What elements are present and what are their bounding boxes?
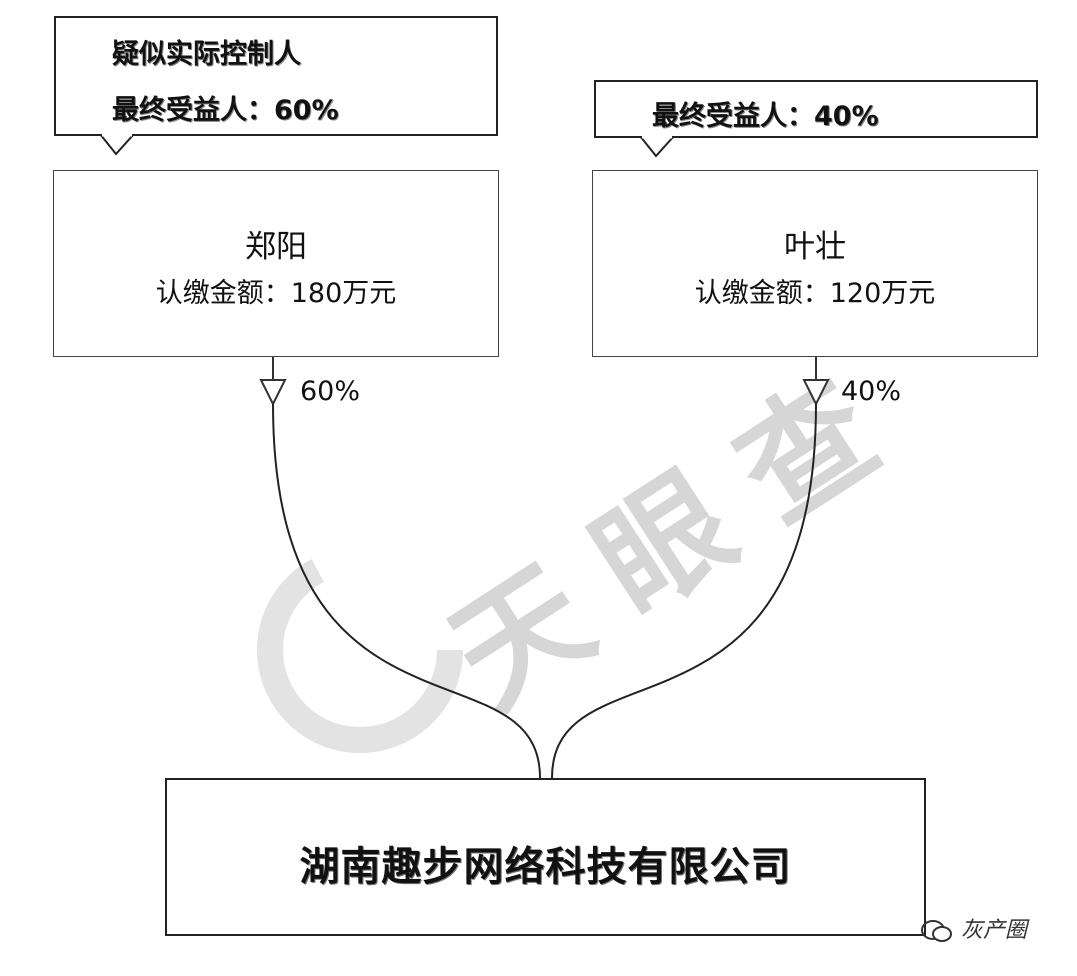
callout-pointer-icon bbox=[638, 136, 676, 158]
wechat-icon bbox=[921, 920, 952, 942]
subscribed-amount: 认缴金额：180万元 bbox=[155, 278, 397, 309]
source-brand: 灰产圈 bbox=[961, 918, 1028, 943]
source-mark: 灰产圈 bbox=[920, 912, 1027, 944]
actual-controller-label: 疑似实际控制人 bbox=[112, 39, 301, 70]
beneficiary-label: 最终受益人：40% bbox=[652, 101, 879, 132]
subscribed-amount: 认缴金额：120万元 bbox=[694, 278, 936, 309]
arrow-down-icon bbox=[802, 379, 830, 407]
company-box[interactable]: 湖南趣步网络科技有限公司 bbox=[165, 778, 926, 936]
share-percent: 60% bbox=[300, 376, 361, 407]
shareholder-name: 郑阳 bbox=[245, 229, 307, 265]
actual-controller-callout: 疑似实际控制人 最终受益人：60% bbox=[54, 16, 498, 136]
beneficiary-label: 最终受益人：60% bbox=[112, 95, 339, 126]
company-name: 湖南趣步网络科技有限公司 bbox=[299, 844, 792, 890]
callout-pointer-icon bbox=[98, 134, 136, 156]
share-percent: 40% bbox=[841, 376, 902, 407]
arrow-down-icon bbox=[259, 379, 287, 407]
shareholder-name: 叶壮 bbox=[784, 229, 846, 265]
shareholder-card[interactable]: 叶壮 认缴金额：120万元 bbox=[592, 170, 1038, 357]
beneficiary-callout: 最终受益人：40% bbox=[594, 80, 1038, 138]
shareholder-card[interactable]: 郑阳 认缴金额：180万元 bbox=[53, 170, 499, 357]
